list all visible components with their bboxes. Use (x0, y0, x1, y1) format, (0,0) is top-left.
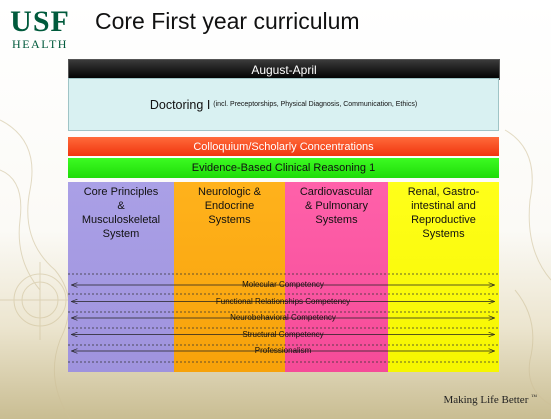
ebcr-label: Evidence-Based Clinical Reasoning 1 (191, 162, 376, 174)
doctoring-box: Doctoring I (incl. Preceptorships, Physi… (68, 78, 499, 131)
ebcr-bar: Evidence-Based Clinical Reasoning 1 (68, 158, 499, 178)
doctoring-title: Doctoring I (149, 97, 211, 112)
logo-health-text: HEALTH (12, 37, 68, 51)
competency-label: Functional Relationships Competency (215, 296, 351, 306)
footer-tagline: Making Life Better ™ (443, 394, 537, 406)
competency-label: Structural Competency (242, 329, 324, 339)
column-neurologic-endocrine: Neurologic & Endocrine Systems (174, 182, 285, 372)
logo-usf-text: USF (10, 5, 70, 38)
trademark-symbol: ™ (531, 394, 537, 401)
column-cardiovascular-pulmonary: Cardiovascular & Pulmonary Systems (285, 182, 388, 372)
tagline-text: Making Life Better (443, 394, 529, 406)
doctoring-subtitle: (incl. Preceptorships, Physical Diagnosi… (213, 101, 418, 108)
timeline-label: August-April (251, 62, 317, 77)
timeline-bar: August-April (68, 59, 500, 80)
usf-health-logo: USF HEALTH (5, 5, 75, 51)
competency-label: Neurobehavioral Competency (230, 313, 336, 322)
slide-title: Core First year curriculum (95, 8, 360, 34)
colloquium-bar: Colloquium/Scholarly Concentrations (68, 137, 499, 156)
column-core-principles: Core Principles & Musculoskeletal System (68, 182, 174, 372)
column-renal-gi-reproductive: Renal, Gastro- intestinal and Reproducti… (388, 182, 499, 372)
competency-label: Professionalism (254, 346, 312, 355)
colloquium-label: Colloquium/Scholarly Concentrations (193, 140, 374, 153)
competency-label: Molecular Competency (242, 280, 324, 289)
